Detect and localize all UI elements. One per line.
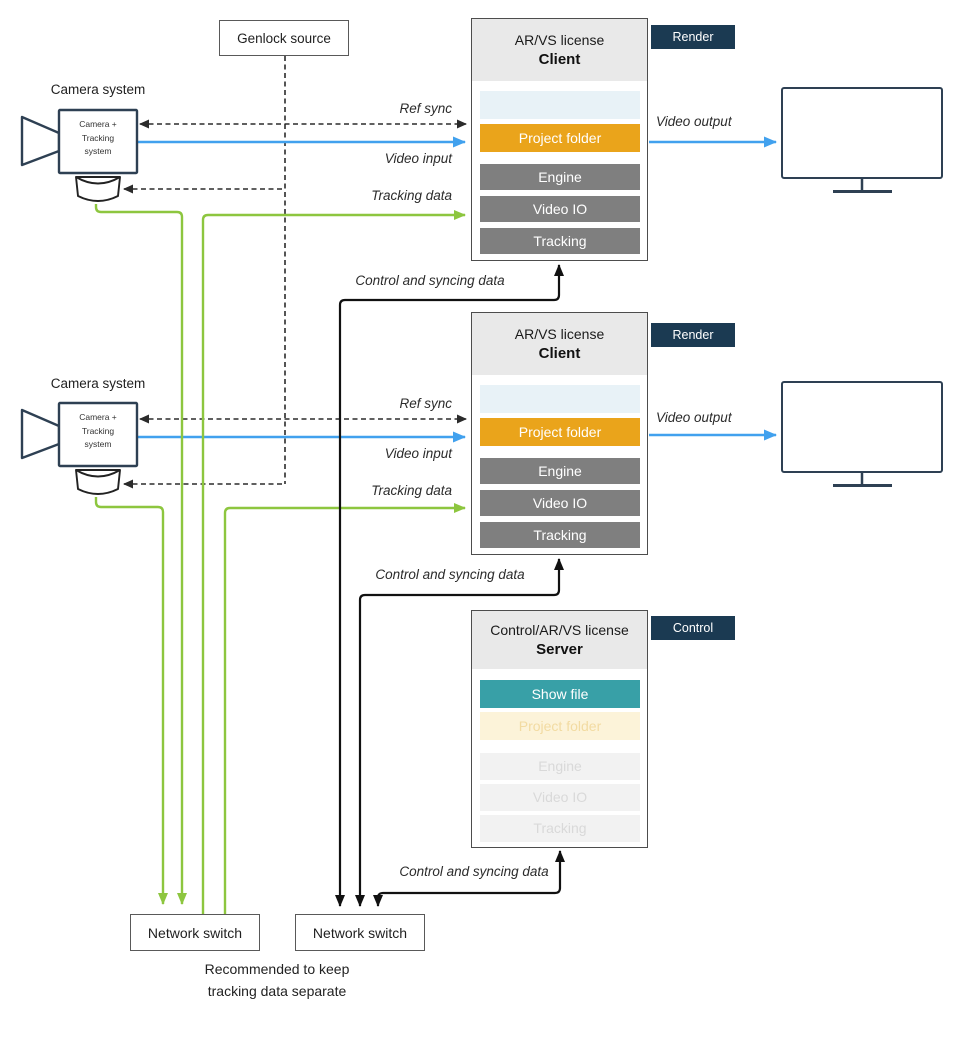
monitor-1-icon — [781, 87, 943, 193]
video-input-label-1: Video input — [384, 151, 452, 166]
client-2-header: AR/VS license Client — [472, 313, 647, 375]
camera-2-device-label: Camera + Tracking system — [79, 412, 117, 450]
client-2-render-tag: Render — [651, 323, 735, 347]
ref-sync-label-1: Ref sync — [399, 101, 452, 116]
genlock-source-box: Genlock source — [219, 20, 349, 56]
control-line-client2 — [355, 558, 564, 907]
tracking-line-camera2-to-switch — [94, 497, 168, 905]
video-output-label-1: Video output — [656, 114, 732, 129]
server-role: Server — [536, 641, 583, 658]
camera-1-device-label: Camera + Tracking system — [79, 119, 117, 157]
client-2-engine-bar: Engine — [480, 458, 640, 484]
network-switch-1: Network switch — [130, 914, 260, 951]
video-output-label-2: Video output — [656, 410, 732, 425]
camera-1-icon — [20, 108, 139, 202]
client-1-tracking-bar: Tracking — [480, 228, 640, 254]
network-switch-2: Network switch — [295, 914, 425, 951]
client-1-header: AR/VS license Client — [472, 19, 647, 81]
tracking-line-switch-to-client2 — [223, 503, 466, 914]
camera-system-1-title: Camera system — [50, 82, 146, 97]
ref-sync-label-2: Ref sync — [399, 396, 452, 411]
server-show-file-bar: Show file — [480, 680, 640, 708]
video-input-label-2: Video input — [384, 446, 452, 461]
client-2-tracking-bar: Tracking — [480, 522, 640, 548]
tracking-sensor-1-icon — [75, 176, 121, 202]
client-1-video-io-bar: Video IO — [480, 196, 640, 222]
server-license: Control/AR/VS license — [490, 622, 629, 638]
client-1-project-folder-bar: Project folder — [480, 124, 640, 152]
control-line-client1 — [335, 264, 564, 907]
server-card: Control/AR/VS license Server Show file P… — [471, 610, 648, 848]
tracking-line-camera1-to-switch — [94, 204, 187, 905]
control-sync-label-2: Control and syncing data — [375, 567, 525, 582]
server-header: Control/AR/VS license Server — [472, 611, 647, 669]
control-line-server — [373, 850, 565, 907]
client-2-role: Client — [538, 345, 581, 362]
tracking-line-switch-to-client1 — [201, 210, 466, 914]
server-project-folder-bar: Project folder — [480, 712, 640, 740]
tracking-sensor-2-icon — [75, 469, 121, 495]
client-2-project-folder-bar: Project folder — [480, 418, 640, 446]
client-card-2: AR/VS license Client Project folder Engi… — [471, 312, 648, 555]
genlock-source-label: Genlock source — [237, 30, 331, 46]
control-sync-label-3: Control and syncing data — [399, 864, 549, 879]
tracking-data-label-1: Tracking data — [371, 188, 452, 203]
monitor-2-icon — [781, 381, 943, 487]
tracking-data-label-2: Tracking data — [371, 483, 452, 498]
client-card-1: AR/VS license Client Project folder Engi… — [471, 18, 648, 261]
client-2-license: AR/VS license — [514, 326, 605, 342]
client-1-license: AR/VS license — [514, 32, 605, 48]
client-2-video-io-bar: Video IO — [480, 490, 640, 516]
client-1-show-file-bar — [480, 91, 640, 119]
client-2-show-file-bar — [480, 385, 640, 413]
camera-2-icon — [20, 401, 139, 495]
server-tracking-bar: Tracking — [480, 815, 640, 842]
client-1-engine-bar: Engine — [480, 164, 640, 190]
tracking-separation-note: Recommended to keep tracking data separa… — [204, 961, 350, 1000]
server-control-tag: Control — [651, 616, 735, 640]
client-1-role: Client — [538, 51, 581, 68]
camera-system-2-title: Camera system — [50, 376, 146, 391]
server-engine-bar: Engine — [480, 753, 640, 780]
client-1-render-tag: Render — [651, 25, 735, 49]
control-sync-label-1: Control and syncing data — [355, 273, 505, 288]
server-video-io-bar: Video IO — [480, 784, 640, 811]
